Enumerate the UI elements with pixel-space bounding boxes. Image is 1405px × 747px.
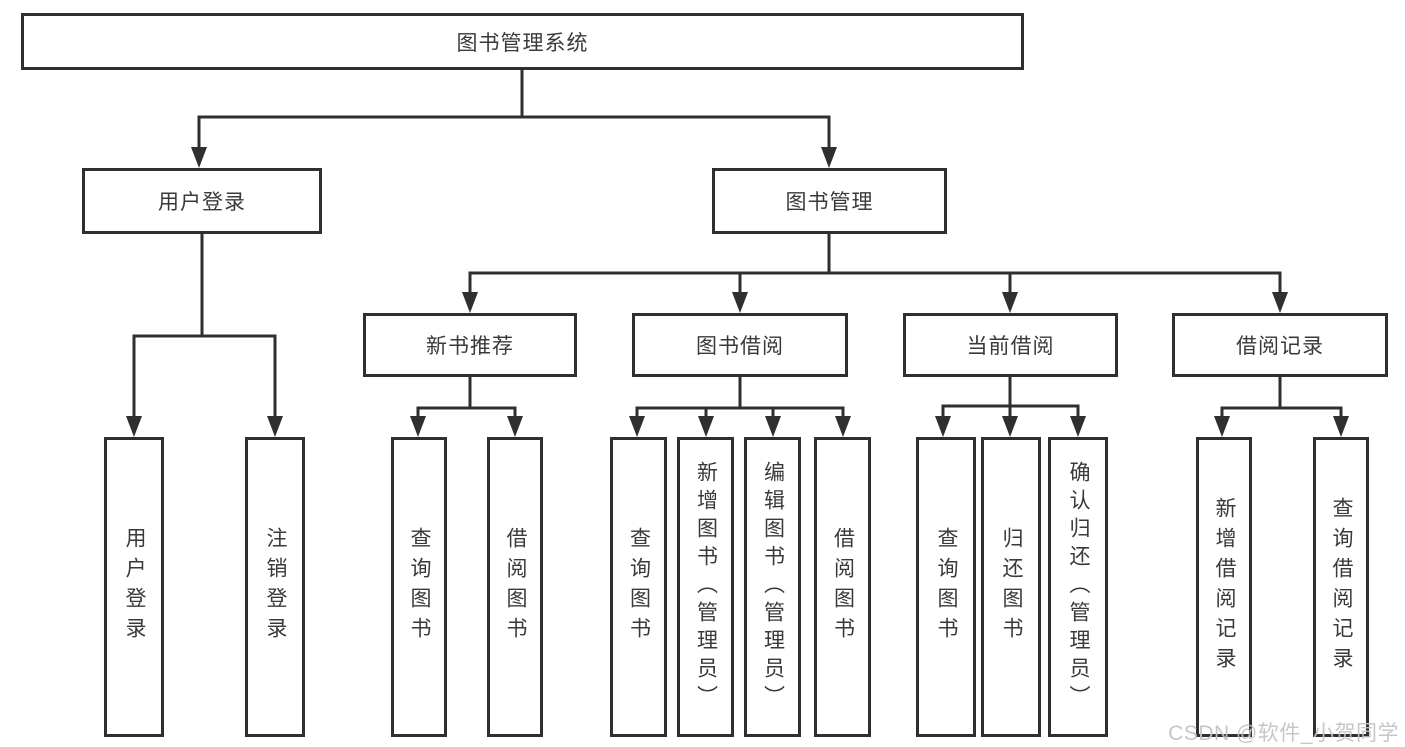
node-root-system: 图书管理系统	[21, 13, 1024, 70]
leaf-logout-label: 注销登录	[264, 527, 287, 647]
leaf-newbook-borrow-books: 借阅图书	[487, 437, 543, 737]
leaf-add-borrow-record-label: 新增借阅记录	[1213, 497, 1236, 677]
leaf-borrowing-query-books-label: 查询图书	[627, 527, 651, 647]
leaf-add-borrow-record: 新增借阅记录	[1196, 437, 1252, 737]
leaf-return-book: 归还图书	[981, 437, 1041, 737]
node-user-login: 用户登录	[82, 168, 322, 234]
leaf-current-query-books-label: 查询图书	[935, 527, 958, 647]
leaf-newbook-borrow-books-label: 借阅图书	[504, 527, 527, 647]
leaf-logout: 注销登录	[245, 437, 305, 737]
node-new-book-recommend: 新书推荐	[363, 313, 577, 377]
arrow-heads	[126, 147, 1349, 437]
leaf-confirm-return-admin-label: 确认归还（管理员）	[1067, 461, 1090, 713]
watermark: CSDN @软件_小贺同学	[1168, 722, 1399, 745]
node-current-borrowing: 当前借阅	[903, 313, 1118, 377]
leaf-add-book-admin: 新增图书（管理员）	[677, 437, 734, 737]
leaf-borrowing-query-books: 查询图书	[610, 437, 667, 737]
leaf-edit-book-admin: 编辑图书（管理员）	[744, 437, 801, 737]
leaf-newbook-query-books: 查询图书	[391, 437, 447, 737]
leaf-user-login-label: 用户登录	[123, 527, 146, 647]
node-borrow-records: 借阅记录	[1172, 313, 1388, 377]
node-book-borrowing: 图书借阅	[632, 313, 848, 377]
leaf-edit-book-admin-label: 编辑图书（管理员）	[761, 461, 785, 713]
leaf-newbook-query-books-label: 查询图书	[408, 527, 431, 647]
node-book-management: 图书管理	[712, 168, 947, 234]
leaf-return-book-label: 归还图书	[1000, 527, 1023, 647]
leaf-user-login: 用户登录	[104, 437, 164, 737]
leaf-query-borrow-record-label: 查询借阅记录	[1330, 497, 1353, 677]
leaf-borrow-book-label: 借阅图书	[831, 527, 855, 647]
connector-lines	[132, 69, 1343, 421]
leaf-borrow-book: 借阅图书	[814, 437, 871, 737]
leaf-confirm-return-admin: 确认归还（管理员）	[1048, 437, 1108, 737]
leaf-current-query-books: 查询图书	[916, 437, 976, 737]
leaf-query-borrow-record: 查询借阅记录	[1313, 437, 1369, 737]
leaf-add-book-admin-label: 新增图书（管理员）	[694, 461, 718, 713]
